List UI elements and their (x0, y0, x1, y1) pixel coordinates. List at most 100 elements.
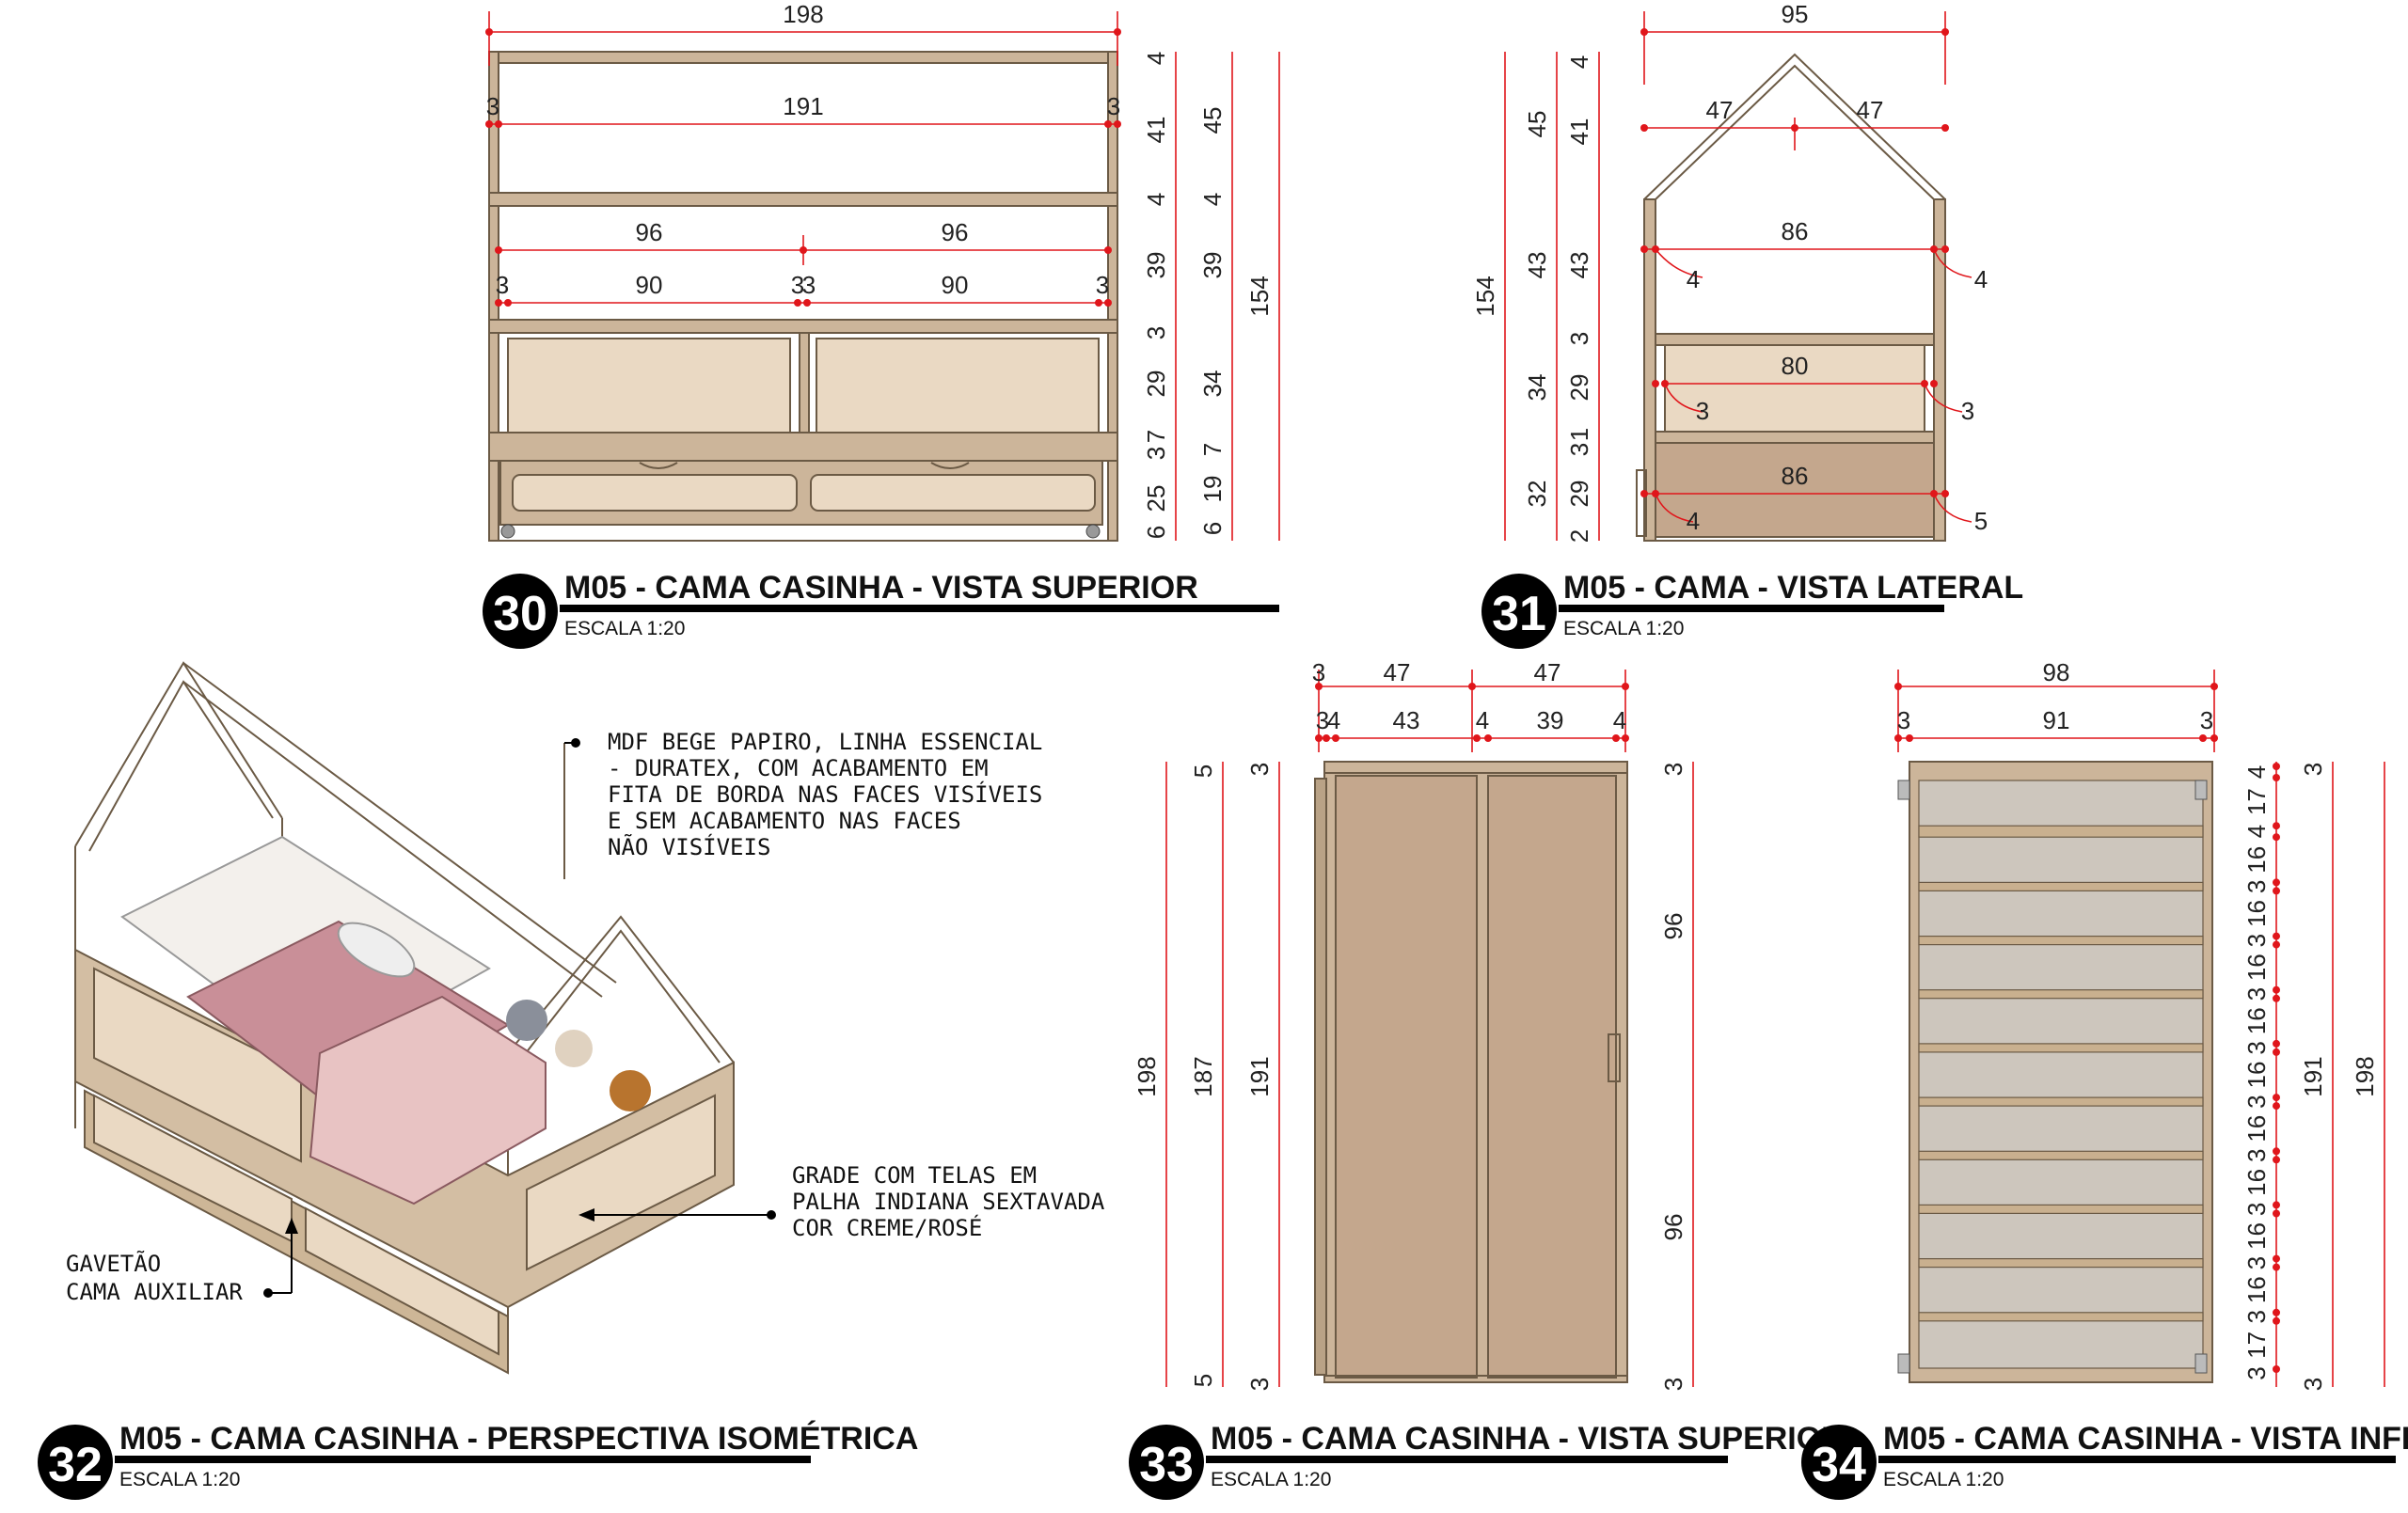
dim34-right-6: 3 (2242, 934, 2271, 947)
note-gavetao: GAVETÃO CAMA AUXILIAR (66, 1249, 243, 1305)
dim30-r2-19: 19 (1198, 476, 1227, 503)
dim31-l3-29: 29 (1565, 374, 1593, 402)
view-30-drawing: 198 3 191 3 96 96 3 90 3 3 90 3 4 41 4 3… (485, 0, 1280, 542)
dim31-l3-2: 2 (1565, 529, 1593, 543)
view-30-title: M05 - CAMA CASINHA - VISTA SUPERIOR (564, 570, 1198, 606)
dim30-r-7: 7 (1142, 430, 1170, 443)
view-34-title: M05 - CAMA CASINHA - VISTA INFERIOR (1883, 1421, 2408, 1457)
dim34-98: 98 (2043, 658, 2070, 686)
dim34-tick-9 (2273, 994, 2280, 1002)
dim34-tick-8 (2273, 985, 2280, 994)
dim31-l3-29b: 29 (1565, 481, 1593, 508)
note-material-line-3: FITA DE BORDA NAS FACES VISÍVEIS (608, 780, 1042, 808)
straw-panel-right (816, 338, 1100, 433)
view-33-drawing: 3 47 47 3 4 43 4 39 4 198 5 187 5 3 191 … (1133, 658, 1694, 1391)
dim31-l3-3: 3 (1565, 332, 1593, 345)
dim34-r2-198: 198 (2351, 1056, 2379, 1096)
dim34-right-10: 3 (2242, 1041, 2271, 1054)
note-material-line-4: E SEM ACABAMENTO NAS FACES (608, 808, 961, 834)
dim30-top-198: 198 (783, 0, 823, 28)
dim34-tick-15 (2273, 1156, 2280, 1164)
dim31-80: 80 (1782, 352, 1809, 380)
dim34-tick-3 (2273, 833, 2280, 842)
dim31-l3-41: 41 (1565, 118, 1593, 146)
dim30-96a: 96 (636, 218, 663, 246)
dim30-r-3b: 3 (1142, 447, 1170, 460)
dim34-tick-1 (2273, 774, 2280, 781)
dim31-side-3a: 3 (1696, 397, 1709, 425)
dim31-l3-4: 4 (1565, 55, 1593, 69)
dim33-3: 3 (1312, 658, 1325, 686)
dim34-right-21: 17 (2242, 1332, 2271, 1359)
view-30-scale: ESCALA 1:20 (564, 618, 685, 639)
dim33-3lb: 3 (1245, 1378, 1274, 1391)
dim30-r-25: 25 (1142, 485, 1170, 512)
dim34-tick-4 (2273, 878, 2280, 887)
dim34-right-15: 16 (2242, 1169, 2271, 1196)
dim33-3l: 3 (1245, 763, 1274, 776)
dim33-47a: 47 (1384, 658, 1411, 686)
dim34-right-14: 3 (2242, 1149, 2271, 1162)
dim30-3b: 3 (1107, 92, 1120, 120)
dim34-tick-7 (2273, 940, 2280, 949)
dim33-r-96a: 96 (1659, 913, 1687, 940)
dim33-4a: 4 (1327, 706, 1340, 734)
dim34-right-16: 3 (2242, 1203, 2271, 1216)
dim34-tick-19 (2273, 1263, 2280, 1271)
dim31-side-4b: 4 (1974, 265, 1988, 293)
dim33-r-3b: 3 (1659, 1378, 1687, 1391)
dim33-r-96b: 96 (1659, 1214, 1687, 1241)
dim33-43: 43 (1393, 706, 1420, 734)
dim34-right-3: 16 (2242, 846, 2271, 874)
dim34-r2-3a: 3 (2299, 763, 2327, 776)
dim30-r-4b: 4 (1142, 193, 1170, 206)
dim34-right-7: 16 (2242, 954, 2271, 981)
slat (1918, 935, 2204, 946)
dim30-r-4: 4 (1142, 52, 1170, 65)
dim30-90a: 90 (636, 271, 663, 299)
dim34-right-11: 16 (2242, 1062, 2271, 1089)
dim34-tick-13 (2273, 1102, 2280, 1111)
dim31-86b: 86 (1782, 462, 1809, 490)
dim34-tick-17 (2273, 1209, 2280, 1218)
dim34-right-2: 4 (2242, 825, 2271, 838)
view-34-number: 34 (1812, 1438, 1866, 1492)
dim33-5a: 5 (1189, 764, 1217, 778)
dim30-3a: 3 (486, 92, 499, 120)
dim30-r2-39: 39 (1198, 252, 1227, 279)
dim33-r-3: 3 (1659, 763, 1687, 776)
dim34-tick-14 (2273, 1147, 2280, 1156)
slat (1918, 989, 2204, 1000)
dim31-154: 154 (1471, 276, 1499, 316)
view-32-title-block: 32 M05 - CAMA CASINHA - PERSPECTIVA ISOM… (38, 1421, 918, 1500)
dim30-r2-6: 6 (1198, 522, 1227, 535)
dim31-86a: 86 (1782, 217, 1809, 245)
dim34-right-0: 4 (2242, 765, 2271, 779)
dim31-side-3b: 3 (1961, 397, 1974, 425)
top-panel-right (1487, 775, 1617, 1379)
dim31-l3-3b: 3 (1565, 443, 1593, 456)
slat (1918, 881, 2204, 892)
dim31-95: 95 (1782, 0, 1809, 28)
slat (1918, 1257, 2204, 1269)
dim34-right-5: 16 (2242, 900, 2271, 927)
straw-panel-left (507, 338, 791, 433)
view-33-title: M05 - CAMA CASINHA - VISTA SUPERIOR (1211, 1421, 1845, 1457)
dim31-47a: 47 (1706, 96, 1734, 124)
dim34-tick-11 (2273, 1048, 2280, 1056)
dim34-right-1: 17 (2242, 788, 2271, 815)
dim34-right-17: 16 (2242, 1222, 2271, 1250)
note-material-line-5: NÃO VISÍVEIS (608, 832, 770, 860)
view-34-drawing: 98 3 91 3 417416316316316316316316316316… (1894, 658, 2385, 1391)
dim34-tick-2 (2273, 822, 2280, 830)
note-gavetao-line-1: GAVETÃO (66, 1249, 161, 1277)
note-material-line-2: - DURATEX, COM ACABAMENTO EM (608, 755, 989, 781)
slat (1918, 825, 2204, 838)
drawer-side (1655, 442, 1935, 538)
dim33-191: 191 (1245, 1056, 1274, 1096)
view-32-title: M05 - CAMA CASINHA - PERSPECTIVA ISOMÉTR… (119, 1421, 918, 1457)
note-grade-line-3: COR CREME/ROSÉ (792, 1214, 982, 1241)
dim31-45: 45 (1523, 111, 1551, 138)
view-33-scale: ESCALA 1:20 (1211, 1469, 1331, 1490)
dim31-34: 34 (1523, 374, 1551, 402)
